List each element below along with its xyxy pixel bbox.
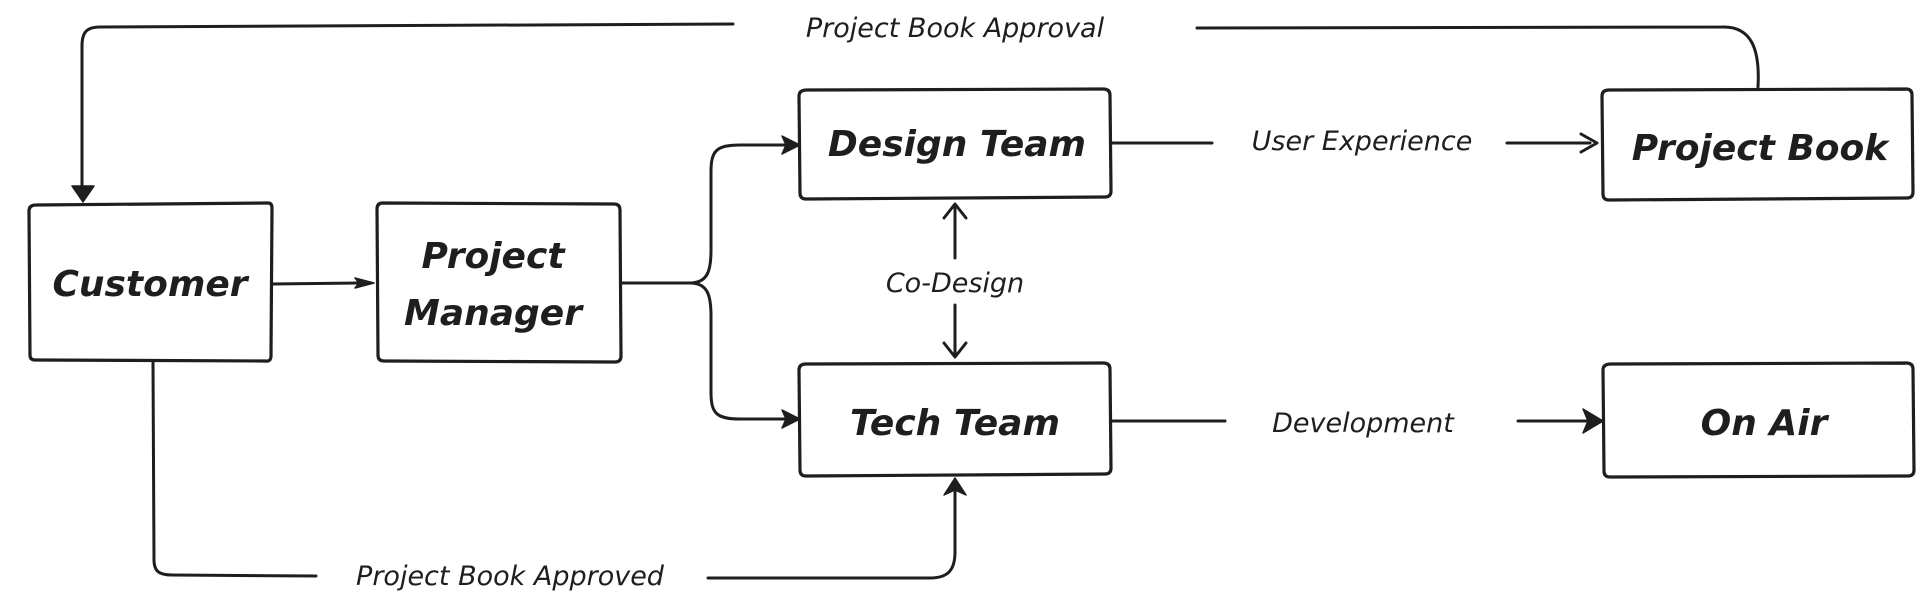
node-on-air[interactable]: On Air	[1601, 361, 1916, 479]
customer-box	[27, 201, 274, 363]
tech-team-box	[797, 361, 1113, 478]
on-air-label: On Air	[1701, 403, 1830, 444]
project-manager-label-line2: Manager	[404, 293, 584, 334]
project-manager-label-line1: Project	[421, 236, 566, 277]
edge-line-fork-to-design	[688, 143, 788, 285]
edge-development	[1109, 408, 1604, 434]
edge-user-experience	[1109, 132, 1599, 154]
label-project-book-approved: Project Book Approved	[356, 561, 665, 592]
arrowhead-to-project-book	[1579, 132, 1599, 154]
on-air-box	[1601, 361, 1916, 479]
label-co-design: Co-Design	[886, 268, 1024, 299]
node-tech-team[interactable]: Tech Team	[797, 361, 1113, 478]
label-development: Development	[1272, 408, 1455, 439]
arrowhead-to-customer	[71, 185, 95, 203]
customer-label: Customer	[52, 264, 249, 305]
arrowhead-to-tech	[781, 409, 801, 429]
arrowhead-to-manager	[354, 277, 375, 289]
edge-project-book-approval	[71, 22, 1760, 203]
edge-project-book-approved	[151, 361, 967, 580]
node-project-manager[interactable]: Project Manager	[375, 201, 623, 364]
arrowhead-to-tech-bottom	[943, 477, 967, 496]
edge-line-customer-manager	[269, 281, 362, 286]
label-user-experience: User Experience	[1252, 126, 1473, 157]
project-book-label: Project Book	[1632, 128, 1891, 169]
edge-line-approved-right	[706, 490, 957, 580]
edge-line-approved-left	[151, 361, 318, 578]
edge-line-approval-right	[1195, 25, 1760, 89]
design-team-label: Design Team	[828, 124, 1086, 165]
edge-manager-fork	[618, 135, 801, 429]
design-team-box	[797, 87, 1113, 201]
arrowhead-to-tech-open	[942, 341, 968, 359]
project-manager-box	[375, 201, 623, 364]
tech-team-label: Tech Team	[850, 403, 1060, 444]
arrowhead-to-design-open	[942, 202, 968, 220]
edge-customer-to-manager	[269, 277, 375, 289]
label-project-book-approval: Project Book Approval	[806, 13, 1105, 44]
arrowhead-to-design	[781, 135, 801, 155]
edge-line-approval-left	[80, 22, 735, 198]
node-customer[interactable]: Customer	[27, 201, 274, 363]
node-design-team[interactable]: Design Team	[797, 87, 1113, 201]
edge-line-fork-to-tech	[688, 281, 788, 421]
arrowhead-to-on-air	[1582, 408, 1604, 434]
project-book-box	[1600, 87, 1915, 202]
edge-co-design	[942, 202, 968, 359]
node-project-book[interactable]: Project Book	[1600, 87, 1915, 202]
